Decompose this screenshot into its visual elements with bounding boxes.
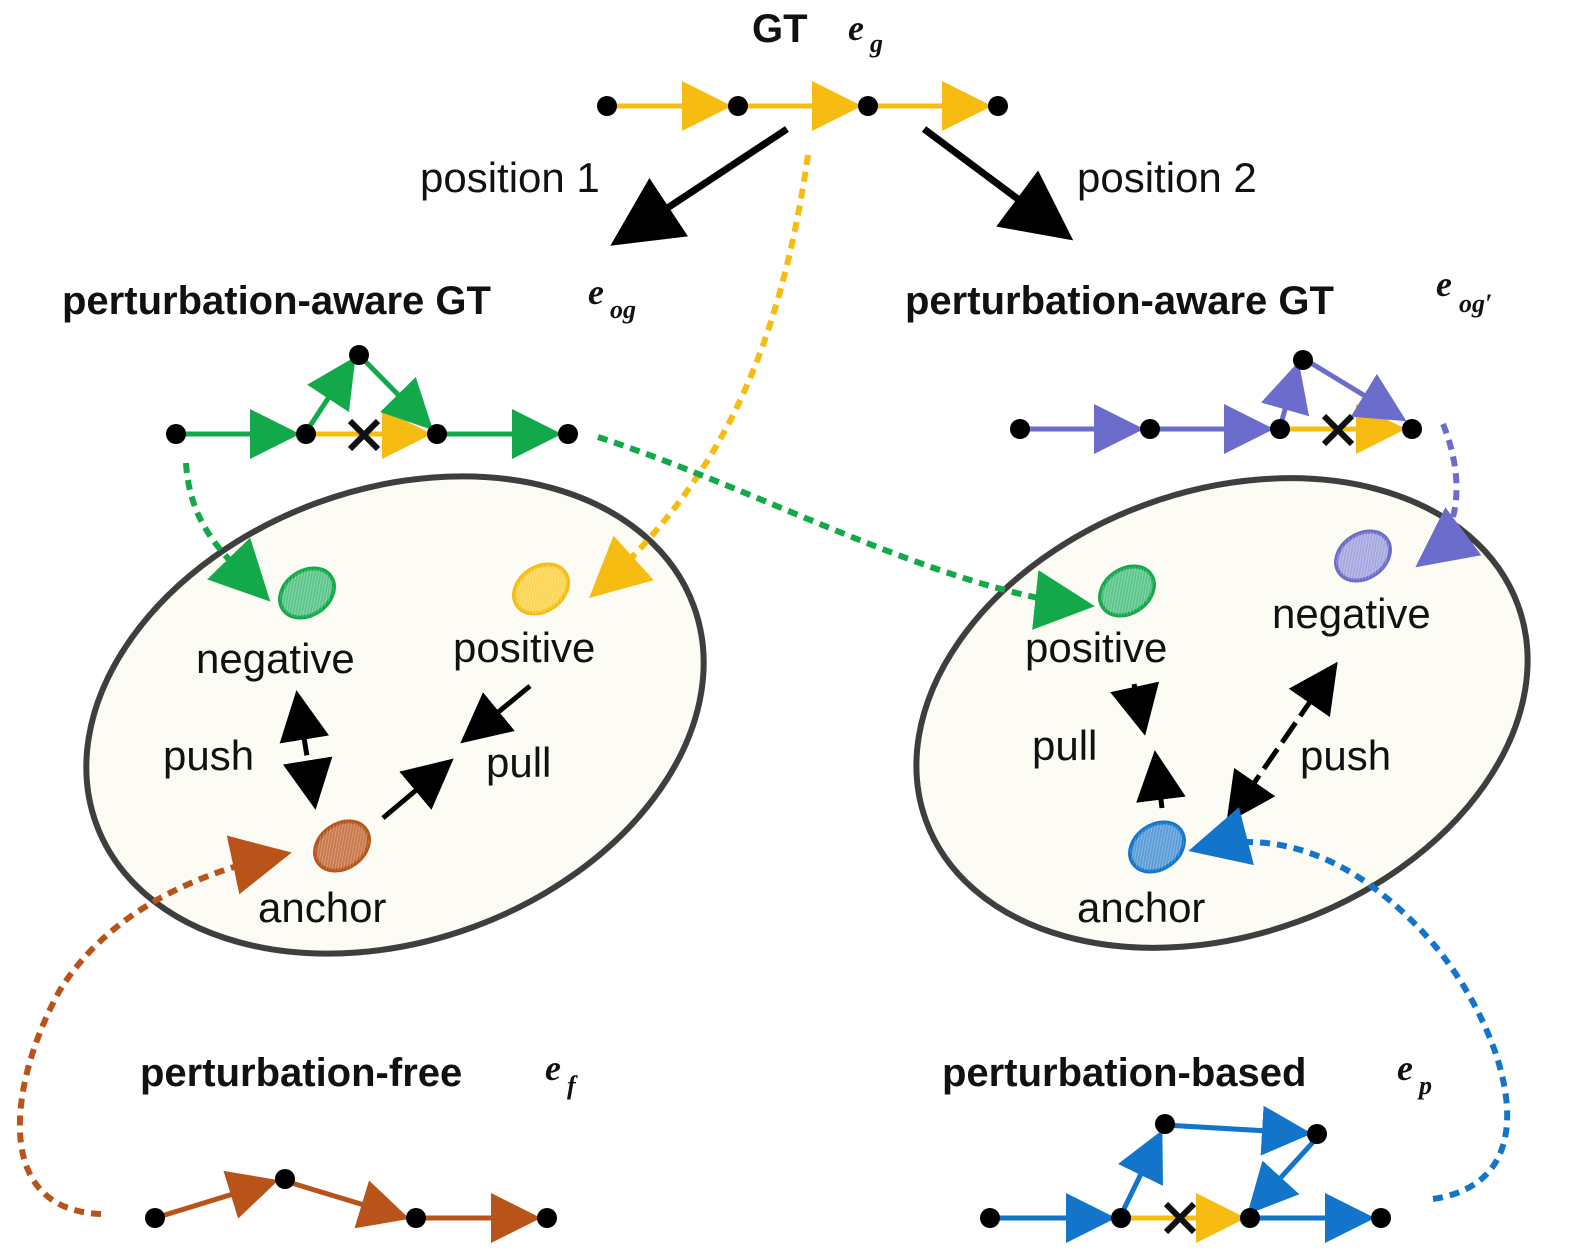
gt-symbol: e (848, 8, 864, 48)
free-to-left-anchor-connector (16, 835, 292, 1217)
right-gt-to-right-negative-connector (1415, 422, 1482, 568)
traj-node (1270, 419, 1290, 439)
blocked-cross-icon (1321, 413, 1355, 447)
traj-node (1307, 1124, 1327, 1144)
perturbation-free-header: perturbation-free e f (140, 1048, 578, 1100)
left-gt-to-right-positive-connector (597, 434, 1095, 630)
left-aware-gt-subscript: og (610, 295, 636, 324)
gt-trajectory (597, 81, 1008, 131)
traj-node (406, 1208, 426, 1228)
position-1-arrow (610, 126, 789, 246)
gt-to-left-positive-connector (589, 154, 811, 599)
gt-node (597, 96, 617, 116)
traj-node (349, 345, 369, 365)
blue-edge (1164, 1105, 1312, 1156)
traj-node (558, 424, 578, 444)
left-aware-gt-title: perturbation-aware GT (62, 279, 491, 323)
traj-node (1371, 1208, 1391, 1228)
position-1-label: position 1 (420, 154, 600, 201)
blue-edge (1247, 1138, 1317, 1215)
right-aware-gt-header: perturbation-aware GT e og′ (905, 264, 1492, 323)
left-pull-label: pull (486, 739, 551, 786)
right-pull-label: pull (1032, 722, 1097, 769)
right-pull-arrow-anchor (1136, 750, 1186, 809)
left-space-ellipse (83, 473, 707, 957)
blocked-cross-icon (347, 418, 381, 452)
right-aware-gt-symbol: e (1436, 264, 1452, 304)
traj-node (145, 1208, 165, 1228)
right-embedding-space: positive negative anchor pull push (913, 475, 1531, 951)
perturbation-free-trajectory (145, 1169, 557, 1243)
green-edge (303, 356, 356, 434)
left-negative-label: negative (196, 635, 355, 682)
traj-node (1240, 1208, 1260, 1228)
gt-node (988, 96, 1008, 116)
traj-node (275, 1169, 295, 1189)
right-negative-label: negative (1272, 590, 1431, 637)
based-to-right-anchor-connector (1188, 807, 1511, 1202)
perturbation-based-header: perturbation-based e p (942, 1048, 1432, 1100)
purple-edge (1304, 357, 1407, 422)
gt-header: GT e g (752, 7, 883, 58)
position-2-arrow (921, 126, 1074, 241)
green-edge (360, 356, 434, 431)
traj-node (1010, 419, 1030, 439)
traj-node (427, 424, 447, 444)
left-pull-arrow-positive (460, 684, 532, 744)
left-aware-gt-symbol: e (588, 272, 604, 312)
left-aware-gt-header: perturbation-aware GT e og (62, 272, 636, 324)
traj-node (166, 424, 186, 444)
perturbation-based-subscript: p (1417, 1071, 1432, 1100)
right-space-ellipse (913, 475, 1531, 951)
left-positive-label: positive (453, 624, 595, 671)
right-push-arrow (1226, 661, 1338, 824)
right-aware-gt-title: perturbation-aware GT (905, 279, 1334, 323)
traj-node (296, 424, 316, 444)
blue-edge (1118, 1130, 1163, 1217)
traj-node (1140, 419, 1160, 439)
left-gt-to-left-negative-connector (183, 462, 271, 602)
right-push-label: push (1300, 732, 1391, 779)
gt-subscript: g (869, 29, 883, 58)
traj-node (1402, 419, 1422, 439)
right-positive-label: positive (1025, 624, 1167, 671)
left-pull-arrow-anchor (381, 758, 454, 820)
left-aware-gt-trajectory (166, 345, 578, 459)
perturbation-free-subscript: f (567, 1071, 578, 1100)
right-anchor-label: anchor (1077, 884, 1205, 931)
traj-node (537, 1208, 557, 1228)
perturbation-based-title: perturbation-based (942, 1051, 1306, 1095)
right-pull-arrow-positive (1110, 681, 1160, 736)
traj-node (1155, 1114, 1175, 1134)
perturbation-free-title: perturbation-free (140, 1051, 462, 1095)
brown-edge (154, 1170, 279, 1221)
right-aware-gt-trajectory (1010, 350, 1422, 454)
perturbation-free-symbol: e (545, 1048, 561, 1088)
left-push-arrow (279, 690, 333, 810)
position-2-label: position 2 (1077, 154, 1257, 201)
perturbation-based-symbol: e (1397, 1048, 1413, 1088)
gt-node (858, 96, 878, 116)
purple-edge (1260, 361, 1310, 428)
left-anchor-label: anchor (258, 884, 386, 931)
brown-edge (284, 1178, 410, 1229)
traj-node (1111, 1208, 1131, 1228)
left-embedding-space: negative positive anchor push pull (83, 473, 707, 957)
gt-title: GT (752, 7, 808, 51)
gt-node (728, 96, 748, 116)
blocked-cross-icon (1163, 1201, 1197, 1235)
traj-node (980, 1208, 1000, 1228)
right-aware-gt-subscript: og′ (1459, 289, 1492, 318)
left-push-label: push (163, 732, 254, 779)
perturbation-based-trajectory (980, 1105, 1391, 1243)
traj-node (1293, 350, 1313, 370)
